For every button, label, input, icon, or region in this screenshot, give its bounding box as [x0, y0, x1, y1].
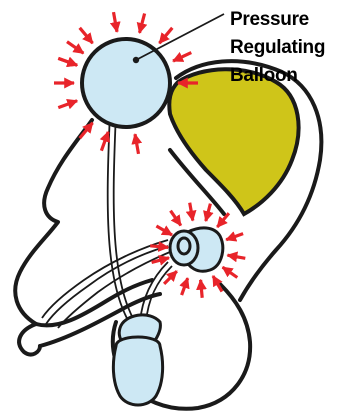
- balloon-arrow-12: [101, 132, 108, 151]
- callout-label: Pressure Regulating Balloon: [230, 6, 342, 90]
- valve-arrow-10: [201, 280, 203, 298]
- valve-arrow-7: [228, 255, 246, 258]
- tubing: [42, 112, 172, 328]
- valve-arrow-8: [223, 267, 238, 277]
- balloon-arrow-8: [58, 101, 77, 108]
- valve-unit: [170, 228, 223, 271]
- balloon-arrow-5: [159, 28, 172, 43]
- balloon-arrow-10: [58, 58, 77, 65]
- valve-arrow-14: [150, 246, 168, 248]
- glans-contour: [19, 324, 40, 354]
- callout-leader-line: [136, 14, 224, 60]
- valve-arrow-11: [182, 278, 188, 295]
- valve-arrow-4: [206, 204, 211, 221]
- balloon-arrow-2: [80, 28, 93, 43]
- pump-bulb: [113, 315, 162, 405]
- abdomen-contour: [15, 120, 92, 324]
- pump-body: [113, 337, 162, 405]
- balloon-arrow-11: [67, 42, 83, 54]
- valve-arrow-3: [190, 203, 193, 221]
- callout-line-pressure: Pressure: [230, 6, 342, 34]
- balloon-arrow-14: [135, 134, 139, 154]
- bladder-shape: [169, 69, 298, 214]
- valve-arrow-6: [226, 234, 243, 240]
- valve-arrow-1: [156, 226, 172, 235]
- callout-line-regulating: Regulating: [230, 34, 342, 62]
- valve-arrow-2: [171, 211, 181, 226]
- balloon-arrow-4: [140, 14, 145, 33]
- pressure-regulating-balloon: [82, 39, 170, 127]
- callout-line-balloon: Balloon: [230, 62, 342, 90]
- valve-cap-inner: [178, 238, 190, 254]
- balloon-arrow-3: [114, 12, 118, 32]
- balloon-arrow-6: [173, 53, 191, 61]
